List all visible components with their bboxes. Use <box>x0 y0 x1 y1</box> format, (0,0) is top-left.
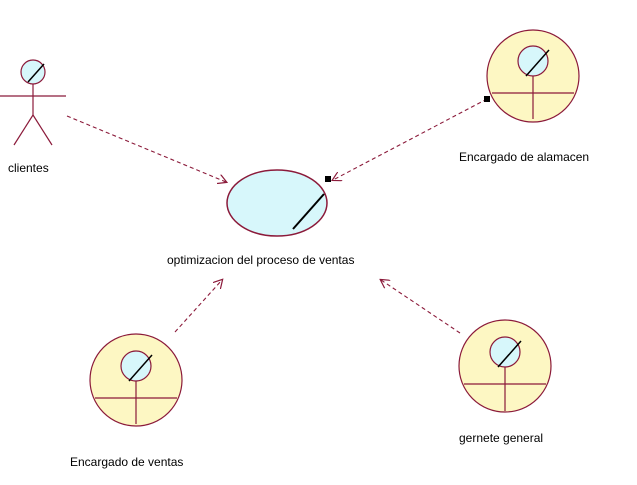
worker-head <box>120 350 152 382</box>
worker-head-mark <box>497 340 522 368</box>
worker-almacen[interactable] <box>486 29 580 123</box>
worker-head <box>517 45 549 77</box>
worker-label-gerente: gernete general <box>459 431 544 445</box>
worker-ventas[interactable] <box>89 333 183 427</box>
actor-head <box>20 59 46 85</box>
actor-right-leg <box>32 114 53 146</box>
worker-label-ventas: Encargado de ventas <box>70 455 184 469</box>
use-case-label: optimizacion del proceso de ventas <box>167 253 355 267</box>
worker-head-mark <box>128 354 153 382</box>
selection-handle[interactable] <box>325 176 331 182</box>
use-case-optimizacion[interactable] <box>226 169 328 237</box>
use-case-mark <box>292 193 325 230</box>
dependency-ventas-to-usecase[interactable] <box>174 280 222 333</box>
dependency-gerente-to-usecase[interactable] <box>381 280 461 334</box>
dependency-clientes-to-usecase[interactable] <box>66 115 226 182</box>
actor-head-mark <box>27 63 45 83</box>
worker-head-mark <box>525 49 550 77</box>
use-case-ellipse <box>226 169 328 237</box>
dependency-almacen-to-usecase[interactable] <box>333 98 488 180</box>
actor-clientes[interactable] <box>0 59 66 146</box>
worker-head <box>489 336 521 368</box>
worker-gerente[interactable] <box>458 319 552 413</box>
selection-handle[interactable] <box>484 96 490 102</box>
actor-left-leg <box>13 114 34 146</box>
actor-label: clientes <box>8 161 49 175</box>
worker-label-almacen: Encargado de alamacen <box>459 150 590 164</box>
